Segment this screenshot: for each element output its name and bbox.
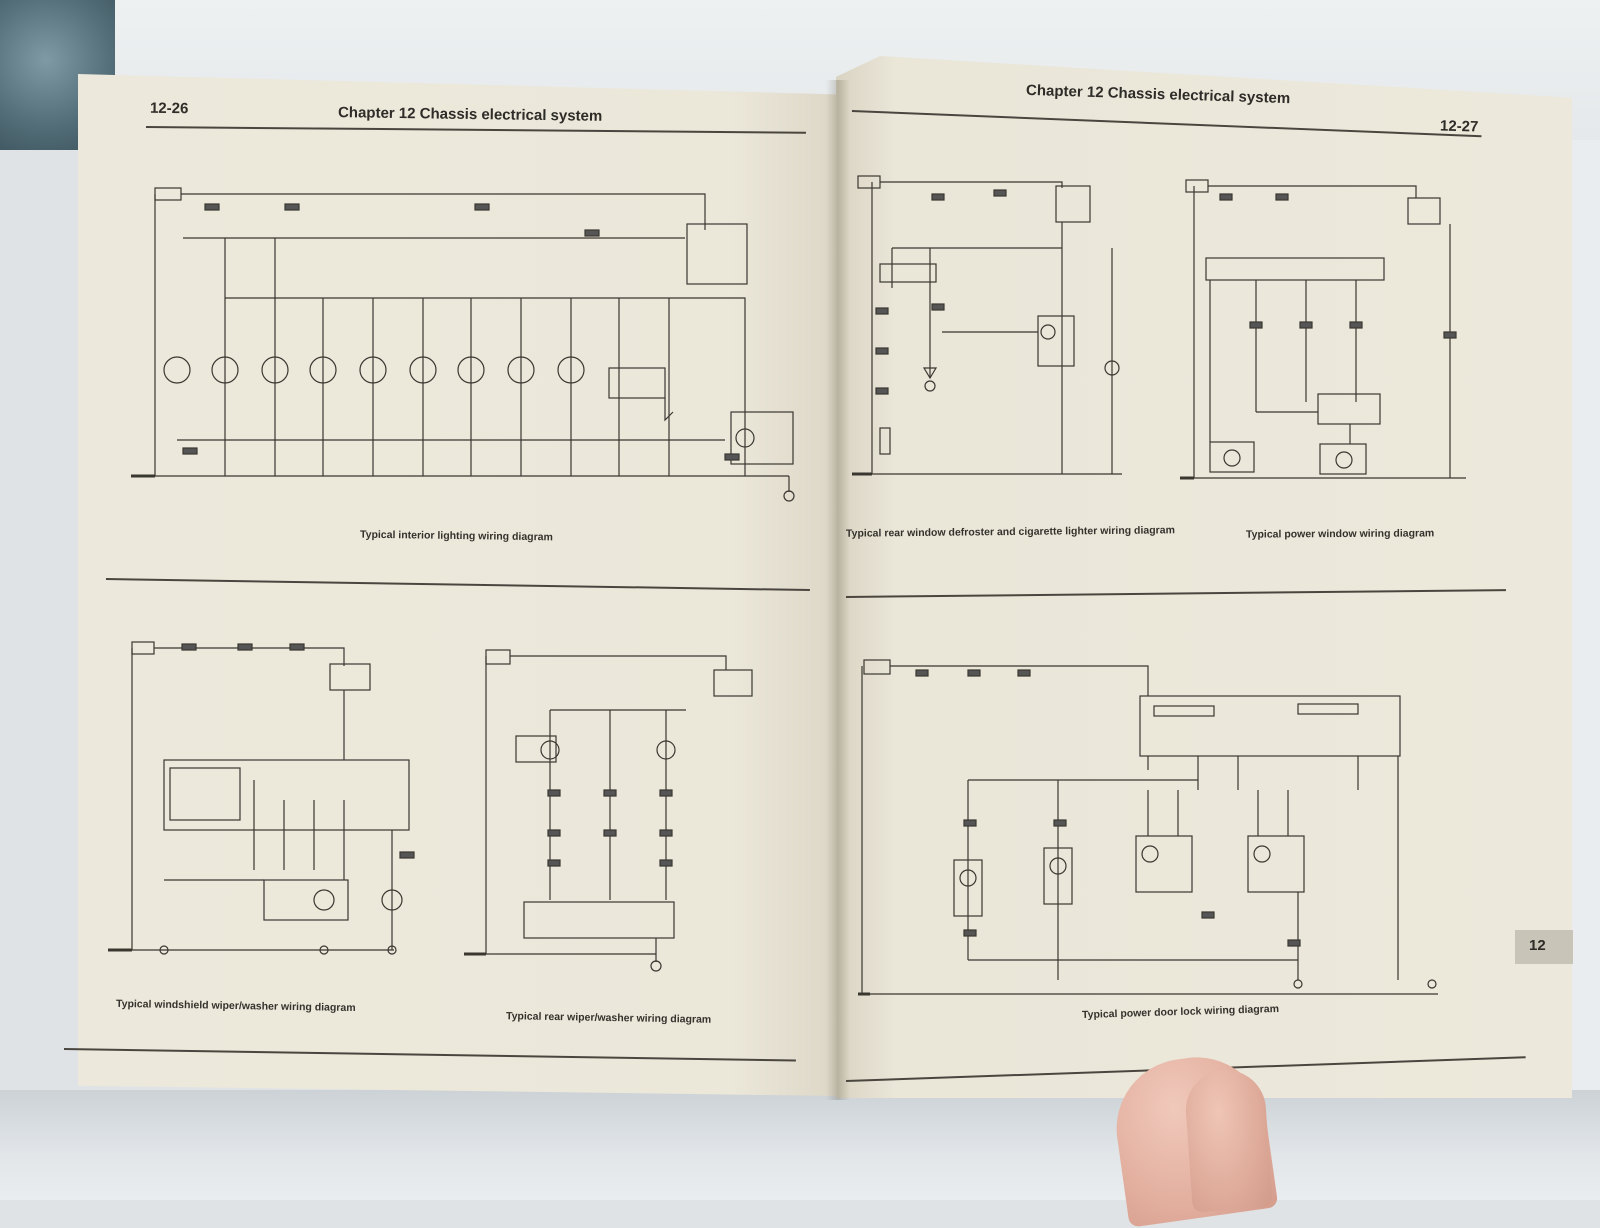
finger-second <box>1183 1067 1273 1213</box>
windshield-wiper-diagram <box>104 630 424 970</box>
chapter-tab-label: 12 <box>1529 937 1546 954</box>
rear-wiper-diagram <box>460 640 800 980</box>
left-page-number: 12-26 <box>149 99 189 118</box>
power-window-caption: Typical power window wiring diagram <box>1245 527 1435 541</box>
right-page <box>836 56 1572 1098</box>
table-surface-bottom <box>0 1090 1600 1200</box>
chapter-tab: 12 <box>1515 930 1573 964</box>
power-door-lock-diagram <box>858 650 1448 1010</box>
interior-lighting-diagram <box>125 180 815 520</box>
defroster-lighter-diagram <box>852 168 1142 498</box>
book-gutter <box>826 80 850 1100</box>
right-page-number: 12-27 <box>1439 117 1479 136</box>
power-window-diagram <box>1180 172 1490 502</box>
